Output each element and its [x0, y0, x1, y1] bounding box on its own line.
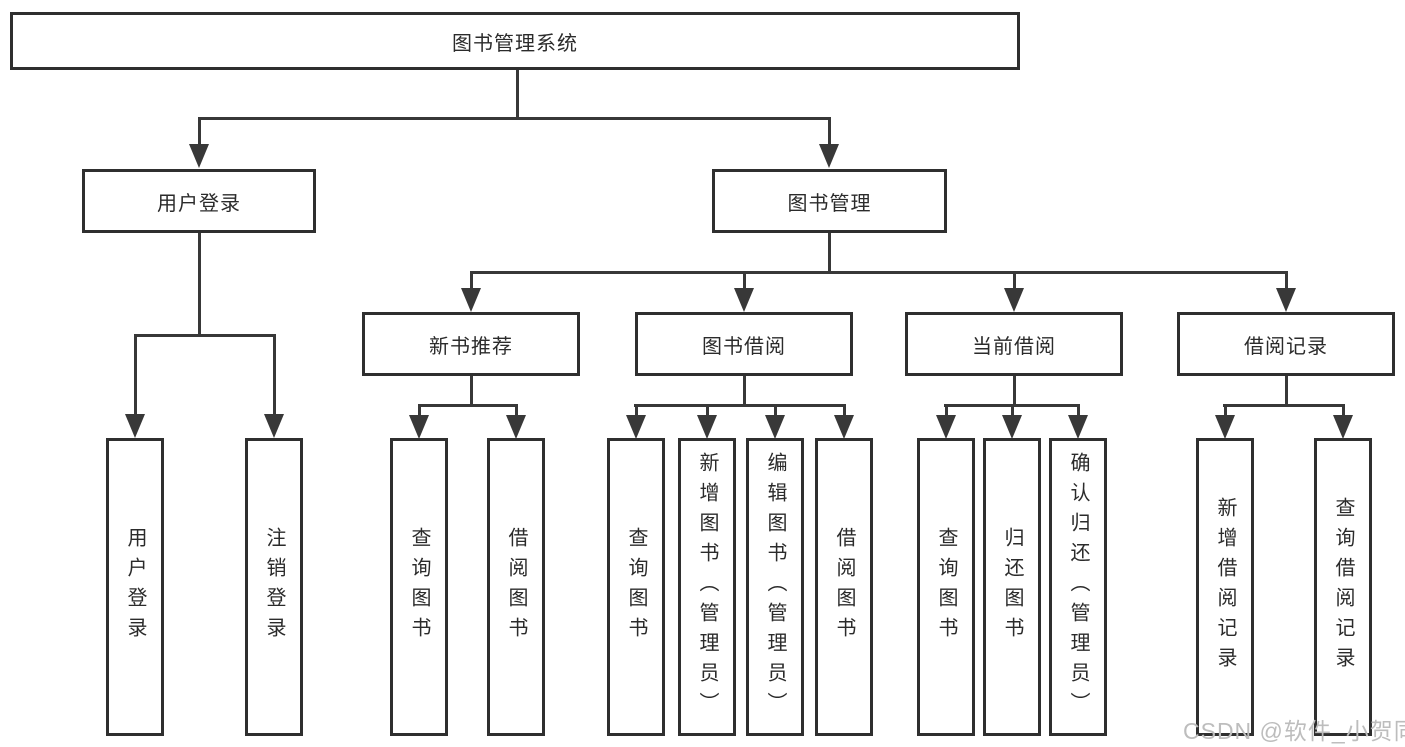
connector-line — [1012, 376, 1016, 407]
node-library-system: 图书管理系统 — [10, 12, 1020, 70]
node-label: 注销登录 — [263, 527, 285, 647]
node-current-borrowing: 当前借阅 — [905, 312, 1123, 376]
arrow-down-icon — [765, 415, 785, 439]
node-label: 新增图书（管理员） — [696, 452, 718, 722]
connector-line — [634, 404, 638, 417]
arrow-down-icon — [125, 414, 145, 438]
node-label: 借阅图书 — [833, 527, 855, 647]
node-borrowing-records: 借阅记录 — [1177, 312, 1395, 376]
node-new-book-recommend: 新书推荐 — [362, 312, 580, 376]
connector-line — [742, 271, 746, 291]
connector-line — [1341, 404, 1345, 417]
arrow-down-icon — [264, 414, 284, 438]
leaf-logout: 注销登录 — [245, 438, 303, 736]
node-label: 查询借阅记录 — [1332, 497, 1354, 677]
arrow-down-icon — [936, 415, 956, 439]
connector-line — [418, 404, 518, 407]
leaf-current-confirm-admin: 确认归还（管理员） — [1049, 438, 1107, 736]
node-label: 用户登录 — [157, 192, 241, 215]
node-label: 图书管理系统 — [452, 32, 578, 55]
node-label: 用户登录 — [124, 527, 146, 647]
leaf-records-add: 新增借阅记录 — [1196, 438, 1254, 736]
connector-line — [1223, 404, 1227, 417]
connector-line — [827, 117, 831, 146]
arrow-down-icon — [734, 288, 754, 312]
leaf-newbooks-borrow: 借阅图书 — [487, 438, 545, 736]
node-label: 查询图书 — [408, 527, 430, 647]
connector-line — [634, 404, 846, 407]
node-label: 图书借阅 — [702, 335, 786, 358]
node-label: 归还图书 — [1001, 527, 1023, 647]
arrow-down-icon — [1333, 415, 1353, 439]
arrow-down-icon — [697, 415, 717, 439]
connector-line — [469, 271, 473, 291]
connector-line — [842, 404, 846, 417]
leaf-records-query: 查询借阅记录 — [1314, 438, 1372, 736]
arrow-down-icon — [1004, 288, 1024, 312]
node-label: 确认归还（管理员） — [1067, 452, 1089, 722]
leaf-borrowing-query: 查询图书 — [607, 438, 665, 736]
watermark: CSDN @软件_小贺同学 — [1183, 718, 1405, 744]
arrow-down-icon — [461, 288, 481, 312]
node-book-borrowing: 图书借阅 — [635, 312, 853, 376]
arrow-down-icon — [819, 144, 839, 168]
connector-line — [773, 404, 777, 417]
arrow-down-icon — [1002, 415, 1022, 439]
leaf-borrowing-add-admin: 新增图书（管理员） — [678, 438, 736, 736]
leaf-borrowing-edit-admin: 编辑图书（管理员） — [746, 438, 804, 736]
node-label: 图书管理 — [787, 192, 872, 215]
leaf-borrowing-borrow: 借阅图书 — [815, 438, 873, 736]
node-label: 查询图书 — [625, 527, 647, 647]
connector-line — [417, 404, 421, 417]
leaf-current-query: 查询图书 — [917, 438, 975, 736]
connector-line — [1012, 271, 1016, 291]
arrow-down-icon — [506, 415, 526, 439]
connector-line — [1223, 404, 1345, 407]
connector-line — [198, 117, 831, 120]
node-label: 借阅记录 — [1244, 335, 1328, 358]
connector-line — [197, 233, 201, 337]
connector-line — [1010, 404, 1014, 417]
connector-line — [1284, 271, 1288, 291]
leaf-current-return: 归还图书 — [983, 438, 1041, 736]
arrow-down-icon — [1215, 415, 1235, 439]
arrow-down-icon — [189, 144, 209, 168]
connector-line — [515, 70, 519, 120]
node-label: 编辑图书（管理员） — [764, 452, 786, 722]
leaf-user-login: 用户登录 — [106, 438, 164, 736]
connector-line — [705, 404, 709, 417]
connector-line — [272, 334, 276, 416]
connector-line — [133, 334, 137, 416]
arrow-down-icon — [1276, 288, 1296, 312]
arrow-down-icon — [409, 415, 429, 439]
node-label: 新增借阅记录 — [1214, 497, 1236, 677]
connector-line — [1284, 376, 1288, 407]
connector-line — [1076, 404, 1080, 417]
node-user-login: 用户登录 — [82, 169, 316, 233]
connector-line — [470, 271, 1287, 274]
node-book-management: 图书管理 — [712, 169, 947, 233]
leaf-newbooks-query: 查询图书 — [390, 438, 448, 736]
connector-line — [742, 376, 746, 407]
arrow-down-icon — [626, 415, 646, 439]
arrow-down-icon — [1068, 415, 1088, 439]
node-label: 查询图书 — [935, 527, 957, 647]
connector-line — [469, 376, 473, 407]
connector-line — [827, 233, 831, 274]
connector-line — [514, 404, 518, 417]
connector-line — [134, 334, 275, 337]
connector-line — [197, 117, 201, 146]
node-label: 借阅图书 — [505, 527, 527, 647]
node-label: 新书推荐 — [429, 335, 513, 358]
connector-line — [944, 404, 948, 417]
node-label: 当前借阅 — [972, 335, 1056, 358]
arrow-down-icon — [834, 415, 854, 439]
